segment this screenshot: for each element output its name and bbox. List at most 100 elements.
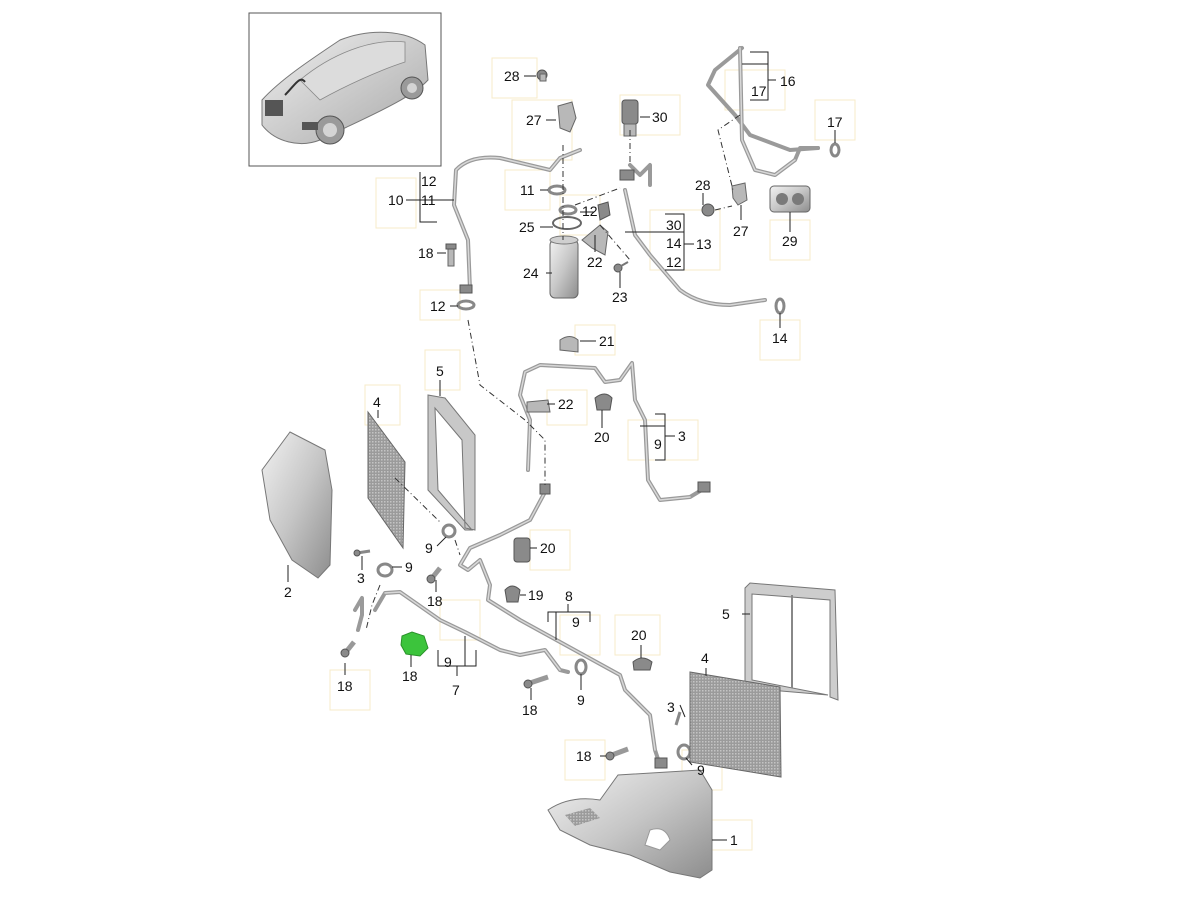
callout-5[interactable]: 5 [436,363,444,379]
part-18-bolt-d[interactable] [523,674,549,689]
part-5-frame-left[interactable] [427,394,476,531]
callout-1[interactable]: 1 [730,832,738,848]
callout-28[interactable]: 28 [695,177,711,193]
part-10-refrigerant-line[interactable] [452,148,582,294]
callout-23[interactable]: 22 [587,254,603,270]
part-20-clamp-c[interactable] [632,657,653,671]
callout-9[interactable]: 9 [572,614,580,630]
callout-28[interactable]: 28 [504,68,520,84]
part-lower-line[interactable] [458,483,668,769]
callout-18[interactable]: 18 [337,678,353,694]
part-28-bolt-right[interactable] [701,203,715,217]
callout-16[interactable]: 16 [780,73,796,89]
callout-8[interactable]: 8 [565,588,573,604]
part-9-seal-ring-c[interactable] [574,658,588,676]
part-13-refrigerant-line[interactable] [619,163,767,307]
callout-9[interactable]: 9 [697,762,705,778]
callout-27[interactable]: 27 [733,223,749,239]
callout-20[interactable]: 20 [594,429,610,445]
callout-10[interactable]: 10 [388,192,404,208]
callout-14[interactable]: 14 [772,330,788,346]
callout-9[interactable]: 9 [654,436,662,452]
part-16-refrigerant-line[interactable] [706,46,820,177]
part-4-condenser-right[interactable] [689,671,782,778]
part-7-refrigerant-line[interactable] [353,590,570,674]
part-18-bolt-a[interactable] [445,243,457,267]
callout-18[interactable]: 18 [427,593,443,609]
part-14-seal-ring-a[interactable] [774,297,786,315]
part-22-clip-b[interactable] [526,399,551,413]
callout-13[interactable]: 13 [696,236,712,252]
callout-4[interactable]: 4 [373,394,381,410]
part-18-bolt-c[interactable] [340,640,356,658]
part-5-frame-right[interactable] [744,582,839,701]
callout-18[interactable]: 18 [418,245,434,261]
callout-3[interactable]: 3 [357,570,365,586]
callout-30[interactable]: 30 [652,109,668,125]
part-18-bolt-b[interactable] [426,566,442,584]
part-20-clamp-b[interactable] [504,585,521,603]
part-1-air-duct-right[interactable] [547,769,713,879]
callout-18[interactable]: 18 [522,702,538,718]
part-11-seal-ring[interactable] [547,184,567,196]
callout-9[interactable]: 9 [425,540,433,556]
callout-5[interactable]: 5 [722,606,730,622]
callout-25[interactable]: 24 [523,265,539,281]
callout-9[interactable]: 9 [577,692,585,708]
callout-22[interactable]: 22 [558,396,574,412]
part-12-seal-ring-b[interactable] [456,299,476,311]
callout-21[interactable]: 20 [540,540,556,556]
callout-9[interactable]: 9 [405,559,413,575]
callout-22[interactable]: 21 [599,333,615,349]
callout-11[interactable]: 11 [421,192,436,208]
part-22-clip-a[interactable] [559,336,579,353]
part-27-bracket-top[interactable] [557,101,577,133]
part-6-refrigerant-line[interactable] [518,361,711,502]
callout-2[interactable]: 2 [284,584,292,600]
callout-9[interactable]: 9 [444,654,452,670]
part-4-condenser-left[interactable] [367,410,406,550]
callout-6[interactable]: 3 [678,428,686,444]
callout-3[interactable]: 3 [667,699,675,715]
callout-19[interactable]: 18 [402,668,418,684]
callout-20[interactable]: 20 [631,627,647,643]
part-18-bolt-e[interactable] [605,746,629,761]
part-17-seal-ring[interactable] [829,142,841,158]
part-9-seal-ring-b[interactable] [376,562,394,578]
part-3-screw-left[interactable] [353,549,371,557]
callout-12[interactable]: 12 [582,203,598,219]
callout-14[interactable]: 14 [666,235,682,251]
part-20-clamp-a[interactable] [594,393,613,411]
part-9-seal-ring-a[interactable] [441,523,457,539]
callout-26[interactable]: 25 [519,219,535,235]
callout-20[interactable]: 19 [528,587,544,603]
callout-12[interactable]: 12 [430,298,446,314]
callout-4[interactable]: 4 [701,650,709,666]
callout-12[interactable]: 12 [666,254,682,270]
callout-17[interactable]: 17 [827,114,843,130]
callout-24[interactable]: 23 [612,289,628,305]
part-28-bolt-top[interactable] [536,69,548,82]
part-27-bracket-right[interactable] [731,182,748,206]
callout-11[interactable]: 11 [520,182,535,198]
callout-29[interactable]: 29 [782,233,798,249]
part-9-seal-ring-d[interactable] [676,743,692,761]
part-24-screw[interactable] [613,261,629,273]
leader-lines [287,75,836,841]
part-26-snap-ring[interactable] [552,216,582,230]
callout-18[interactable]: 18 [576,748,592,764]
part-19-highlighted-part[interactable] [400,631,429,657]
callout-27[interactable]: 27 [526,112,542,128]
callout-7[interactable]: 7 [452,682,460,698]
callout-30[interactable]: 30 [666,217,682,233]
callout-17[interactable]: 17 [751,83,767,99]
part-21-sensor[interactable] [513,537,531,563]
part-12-seal-ring-a[interactable] [558,204,578,216]
vehicle-overview-thumbnail[interactable] [248,12,442,167]
part-2-air-duct-left[interactable] [261,431,333,579]
part-29-valve-block[interactable] [769,185,811,213]
part-3-screw-right[interactable] [674,711,682,726]
part-25-receiver-drier[interactable] [549,235,579,299]
callout-12[interactable]: 12 [421,173,437,189]
callout-labels: 28 27 30 12 10 11 11 12 25 18 24 22 23 1… [284,68,843,848]
